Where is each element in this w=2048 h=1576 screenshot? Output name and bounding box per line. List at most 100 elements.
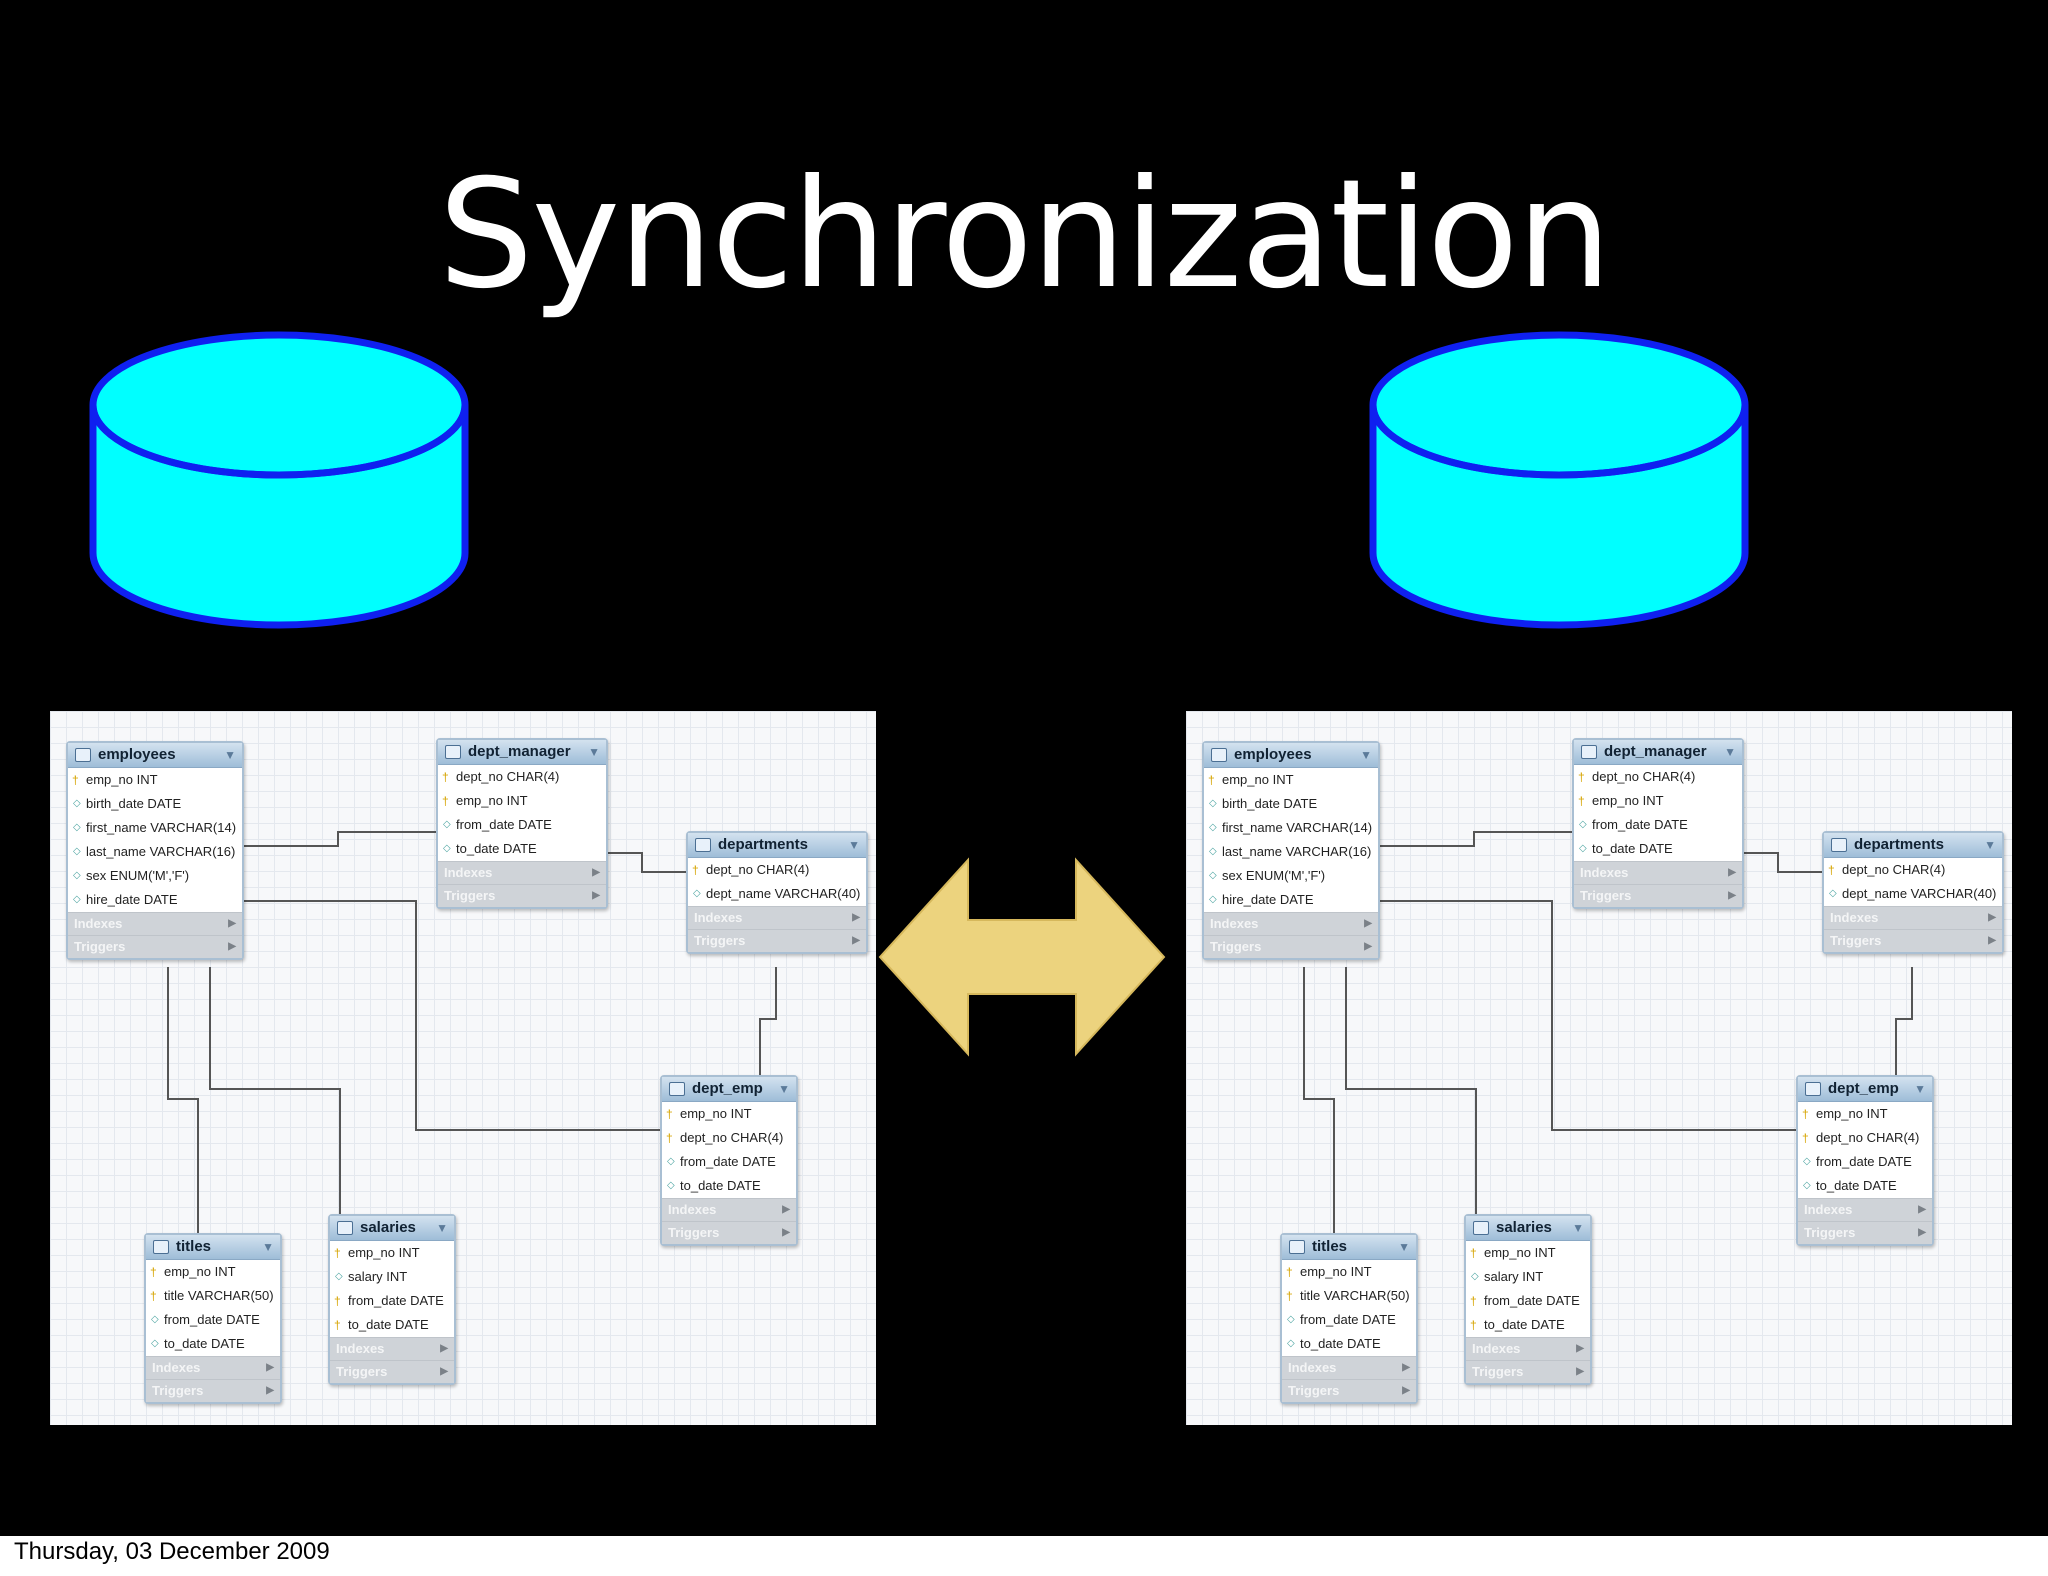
table-column[interactable]: ◇salary INT: [330, 1265, 454, 1289]
table-section-triggers[interactable]: Triggers▶: [1282, 1379, 1416, 1402]
expand-arrow-icon[interactable]: ▶: [266, 1385, 274, 1396]
table-section-triggers[interactable]: Triggers▶: [688, 929, 866, 952]
table-employees[interactable]: employees▼†emp_no INT◇birth_date DATE◇fi…: [1202, 741, 1380, 960]
table-header[interactable]: dept_manager▼: [438, 740, 606, 765]
table-departments[interactable]: departments▼†dept_no CHAR(4)◇dept_name V…: [1822, 831, 2004, 954]
table-section-triggers[interactable]: Triggers▶: [330, 1360, 454, 1383]
table-column[interactable]: ◇hire_date DATE: [1204, 888, 1378, 912]
table-dept-emp[interactable]: dept_emp▼†emp_no INT†dept_no CHAR(4)◇fro…: [660, 1075, 798, 1246]
table-section-triggers[interactable]: Triggers▶: [438, 884, 606, 907]
expand-arrow-icon[interactable]: ▶: [592, 867, 600, 878]
table-column[interactable]: †emp_no INT: [1466, 1241, 1590, 1265]
collapse-arrow-icon[interactable]: ▼: [262, 1240, 274, 1254]
expand-arrow-icon[interactable]: ▶: [228, 941, 236, 952]
table-header[interactable]: employees▼: [1204, 743, 1378, 768]
table-column[interactable]: †emp_no INT: [1798, 1102, 1932, 1126]
collapse-arrow-icon[interactable]: ▼: [588, 745, 600, 759]
expand-arrow-icon[interactable]: ▶: [440, 1366, 448, 1377]
expand-arrow-icon[interactable]: ▶: [1402, 1362, 1410, 1373]
expand-arrow-icon[interactable]: ▶: [592, 890, 600, 901]
table-column[interactable]: †dept_no CHAR(4): [688, 858, 866, 882]
table-column[interactable]: ◇to_date DATE: [1282, 1332, 1416, 1356]
table-column[interactable]: †title VARCHAR(50): [1282, 1284, 1416, 1308]
table-section-indexes[interactable]: Indexes▶: [1574, 861, 1742, 884]
table-salaries[interactable]: salaries▼†emp_no INT◇salary INT†from_dat…: [328, 1214, 456, 1385]
table-dept-emp[interactable]: dept_emp▼†emp_no INT†dept_no CHAR(4)◇fro…: [1796, 1075, 1934, 1246]
table-section-triggers[interactable]: Triggers▶: [1824, 929, 2002, 952]
table-column[interactable]: †emp_no INT: [1574, 789, 1742, 813]
expand-arrow-icon[interactable]: ▶: [1988, 935, 1996, 946]
table-section-indexes[interactable]: Indexes▶: [1798, 1198, 1932, 1221]
table-column[interactable]: ◇to_date DATE: [1574, 837, 1742, 861]
table-header[interactable]: salaries▼: [330, 1216, 454, 1241]
table-column[interactable]: †to_date DATE: [1466, 1313, 1590, 1337]
table-header[interactable]: dept_emp▼: [662, 1077, 796, 1102]
table-column[interactable]: †title VARCHAR(50): [146, 1284, 280, 1308]
table-titles[interactable]: titles▼†emp_no INT†title VARCHAR(50)◇fro…: [1280, 1233, 1418, 1404]
table-section-triggers[interactable]: Triggers▶: [68, 935, 242, 958]
table-column[interactable]: †dept_no CHAR(4): [1574, 765, 1742, 789]
collapse-arrow-icon[interactable]: ▼: [848, 838, 860, 852]
collapse-arrow-icon[interactable]: ▼: [778, 1082, 790, 1096]
table-header[interactable]: departments▼: [688, 833, 866, 858]
table-section-indexes[interactable]: Indexes▶: [146, 1356, 280, 1379]
expand-arrow-icon[interactable]: ▶: [782, 1204, 790, 1215]
expand-arrow-icon[interactable]: ▶: [266, 1362, 274, 1373]
table-column[interactable]: ◇first_name VARCHAR(14): [68, 816, 242, 840]
expand-arrow-icon[interactable]: ▶: [1918, 1227, 1926, 1238]
table-dept-manager[interactable]: dept_manager▼†dept_no CHAR(4)†emp_no INT…: [1572, 738, 1744, 909]
table-dept-manager[interactable]: dept_manager▼†dept_no CHAR(4)†emp_no INT…: [436, 738, 608, 909]
collapse-arrow-icon[interactable]: ▼: [1914, 1082, 1926, 1096]
table-column[interactable]: ◇from_date DATE: [662, 1150, 796, 1174]
table-salaries[interactable]: salaries▼†emp_no INT◇salary INT†from_dat…: [1464, 1214, 1592, 1385]
expand-arrow-icon[interactable]: ▶: [852, 935, 860, 946]
table-departments[interactable]: departments▼†dept_no CHAR(4)◇dept_name V…: [686, 831, 868, 954]
table-header[interactable]: dept_manager▼: [1574, 740, 1742, 765]
collapse-arrow-icon[interactable]: ▼: [1572, 1221, 1584, 1235]
table-column[interactable]: ◇sex ENUM('M','F'): [68, 864, 242, 888]
table-column[interactable]: †emp_no INT: [662, 1102, 796, 1126]
table-section-indexes[interactable]: Indexes▶: [1466, 1337, 1590, 1360]
table-header[interactable]: employees▼: [68, 743, 242, 768]
table-column[interactable]: ◇dept_name VARCHAR(40): [1824, 882, 2002, 906]
table-section-triggers[interactable]: Triggers▶: [1798, 1221, 1932, 1244]
table-column[interactable]: †emp_no INT: [330, 1241, 454, 1265]
collapse-arrow-icon[interactable]: ▼: [1398, 1240, 1410, 1254]
table-column[interactable]: †from_date DATE: [1466, 1289, 1590, 1313]
table-column[interactable]: ◇to_date DATE: [1798, 1174, 1932, 1198]
table-column[interactable]: †emp_no INT: [1204, 768, 1378, 792]
table-column[interactable]: ◇from_date DATE: [1798, 1150, 1932, 1174]
table-section-indexes[interactable]: Indexes▶: [330, 1337, 454, 1360]
collapse-arrow-icon[interactable]: ▼: [1984, 838, 1996, 852]
table-column[interactable]: †dept_no CHAR(4): [1824, 858, 2002, 882]
expand-arrow-icon[interactable]: ▶: [1402, 1385, 1410, 1396]
table-header[interactable]: departments▼: [1824, 833, 2002, 858]
table-column[interactable]: †dept_no CHAR(4): [662, 1126, 796, 1150]
table-section-triggers[interactable]: Triggers▶: [1204, 935, 1378, 958]
table-column[interactable]: †emp_no INT: [438, 789, 606, 813]
expand-arrow-icon[interactable]: ▶: [228, 918, 236, 929]
table-header[interactable]: titles▼: [146, 1235, 280, 1260]
table-column[interactable]: ◇birth_date DATE: [68, 792, 242, 816]
table-column[interactable]: ◇sex ENUM('M','F'): [1204, 864, 1378, 888]
table-column[interactable]: †emp_no INT: [68, 768, 242, 792]
expand-arrow-icon[interactable]: ▶: [1988, 912, 1996, 923]
table-column[interactable]: ◇hire_date DATE: [68, 888, 242, 912]
table-section-indexes[interactable]: Indexes▶: [1824, 906, 2002, 929]
expand-arrow-icon[interactable]: ▶: [782, 1227, 790, 1238]
table-column[interactable]: ◇dept_name VARCHAR(40): [688, 882, 866, 906]
table-section-indexes[interactable]: Indexes▶: [68, 912, 242, 935]
expand-arrow-icon[interactable]: ▶: [440, 1343, 448, 1354]
table-column[interactable]: †dept_no CHAR(4): [438, 765, 606, 789]
table-section-indexes[interactable]: Indexes▶: [662, 1198, 796, 1221]
expand-arrow-icon[interactable]: ▶: [1576, 1343, 1584, 1354]
expand-arrow-icon[interactable]: ▶: [852, 912, 860, 923]
table-column[interactable]: ◇birth_date DATE: [1204, 792, 1378, 816]
collapse-arrow-icon[interactable]: ▼: [1360, 748, 1372, 762]
table-column[interactable]: ◇salary INT: [1466, 1265, 1590, 1289]
table-column[interactable]: ◇first_name VARCHAR(14): [1204, 816, 1378, 840]
table-column[interactable]: ◇from_date DATE: [1282, 1308, 1416, 1332]
table-section-indexes[interactable]: Indexes▶: [1204, 912, 1378, 935]
table-section-indexes[interactable]: Indexes▶: [438, 861, 606, 884]
collapse-arrow-icon[interactable]: ▼: [224, 748, 236, 762]
